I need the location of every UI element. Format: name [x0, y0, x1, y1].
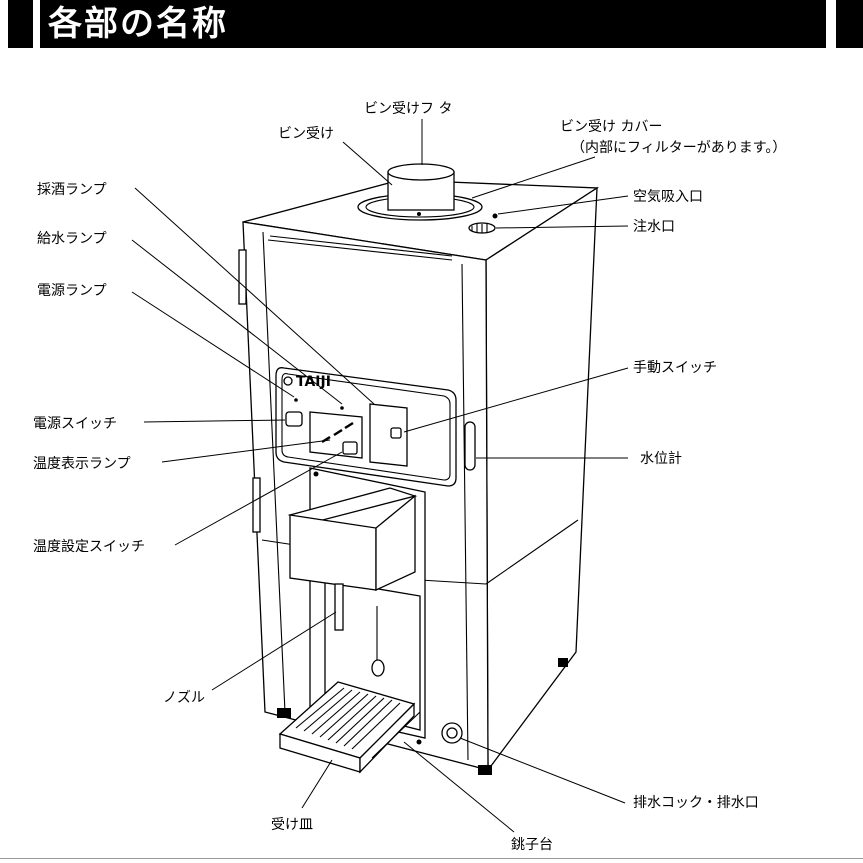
- drain-cock: [441, 722, 463, 744]
- side-face: [485, 186, 598, 772]
- foot-back: [558, 658, 568, 667]
- drain-cock-inner: [446, 727, 458, 739]
- leader-power-switch: [143, 419, 286, 423]
- label-water-gauge: 水位計: [640, 451, 682, 467]
- leader-supply-lamp: [131, 239, 343, 405]
- leader-nozzle: [211, 611, 337, 691]
- lower-body-line-right: [419, 579, 487, 585]
- label-temp-display-lamp: 温度表示ランプ: [33, 456, 131, 472]
- dispenser-area: [278, 467, 426, 774]
- hinge-lower: [252, 477, 261, 533]
- manual-switch[interactable]: [390, 427, 402, 439]
- header-bar: 各部の名称: [0, 0, 863, 48]
- nozzle-housing-front: [289, 514, 377, 591]
- top-front-groove: [269, 235, 453, 257]
- header-left-marker: [8, 0, 33, 48]
- bin-holder-assembly: [357, 163, 498, 234]
- label-drain: 排水コック・排水口: [633, 795, 759, 811]
- bottom-rule: [0, 858, 863, 859]
- page-title: 各部の名称: [48, 4, 228, 44]
- label-air-intake: 空気吸入口: [633, 189, 703, 205]
- label-power-lamp: 電源ランプ: [37, 283, 107, 299]
- water-level-gauge: [464, 421, 476, 471]
- header-right-marker: [836, 0, 863, 48]
- temp-lamp-3: [344, 421, 354, 430]
- leader-temp-set-switch: [174, 451, 343, 546]
- power-lamp: [294, 398, 298, 402]
- label-bin-holder: ビン受け: [278, 126, 334, 142]
- machine-body: [238, 179, 600, 775]
- label-water-inlet: 注水口: [633, 219, 675, 235]
- bin-holder-screw: [417, 212, 421, 216]
- front-seam-right: [461, 263, 469, 761]
- brand-logo-icon: [283, 376, 293, 386]
- part-labels: ビン受けフ タ ビン受け ビン受け カバー （内部にフィルターがあります。） 空…: [33, 101, 786, 853]
- nozzle: [334, 583, 344, 631]
- label-sake-lamp: 採酒ランプ: [37, 182, 107, 198]
- drip-tray-side: [359, 702, 415, 774]
- backplate-screw-lower: [416, 739, 422, 745]
- leader-drip-tray: [301, 759, 333, 809]
- leader-manual-switch: [403, 367, 629, 433]
- bin-holder-lid: [387, 163, 455, 181]
- leader-power-lamp: [131, 291, 295, 398]
- leader-bin-holder: [342, 141, 393, 186]
- label-manual-switch: 手動スイッチ: [633, 360, 717, 376]
- temp-set-switch[interactable]: [342, 441, 358, 455]
- label-bin-cover-note: （内部にフィルターがあります。）: [571, 140, 786, 156]
- label-bin-cover: ビン受け カバー: [560, 119, 662, 135]
- leader-bottle-stand: [403, 741, 515, 833]
- foot-left: [277, 708, 291, 718]
- temp-lamp-2: [333, 428, 343, 437]
- drip-tray-slots: [295, 687, 401, 750]
- side-body-line: [485, 519, 579, 585]
- label-temp-set-switch: 温度設定スイッチ: [33, 539, 145, 555]
- control-panel-frame: [275, 367, 457, 487]
- hinge-upper: [238, 249, 247, 305]
- header-title-bar: [40, 0, 826, 48]
- label-drip-tray: 受け皿: [271, 817, 313, 833]
- nozzle-housing-side: [375, 494, 416, 592]
- supply-lamp: [340, 406, 344, 410]
- label-bin-lid: ビン受けフ タ: [364, 101, 452, 117]
- leader-lines: [131, 119, 629, 833]
- control-panel: TAIJI: [275, 367, 457, 487]
- bottle-stand-edge: [371, 711, 421, 759]
- label-power-switch: 電源スイッチ: [33, 416, 117, 432]
- control-panel-inner: [281, 373, 451, 481]
- leader-sake-lamp: [134, 187, 375, 405]
- top-front-groove-2: [267, 239, 453, 261]
- leader-air-intake: [497, 195, 629, 215]
- backplate-screw-upper: [313, 471, 319, 477]
- label-nozzle: ノズル: [163, 690, 205, 706]
- manual-switch-panel: [369, 403, 408, 467]
- leader-drain: [459, 737, 626, 804]
- leader-bin-cover: [471, 156, 596, 199]
- leader-temp-display: [161, 439, 331, 463]
- label-bottle-stand: 銚子台: [511, 837, 553, 853]
- front-seam-left: [262, 231, 286, 713]
- leader-water-inlet: [495, 225, 629, 229]
- power-switch[interactable]: [285, 411, 303, 427]
- label-supply-lamp: 給水ランプ: [37, 231, 107, 247]
- sensor-float: [371, 659, 385, 677]
- foot-right: [478, 765, 492, 775]
- air-intake-hole: [492, 213, 498, 219]
